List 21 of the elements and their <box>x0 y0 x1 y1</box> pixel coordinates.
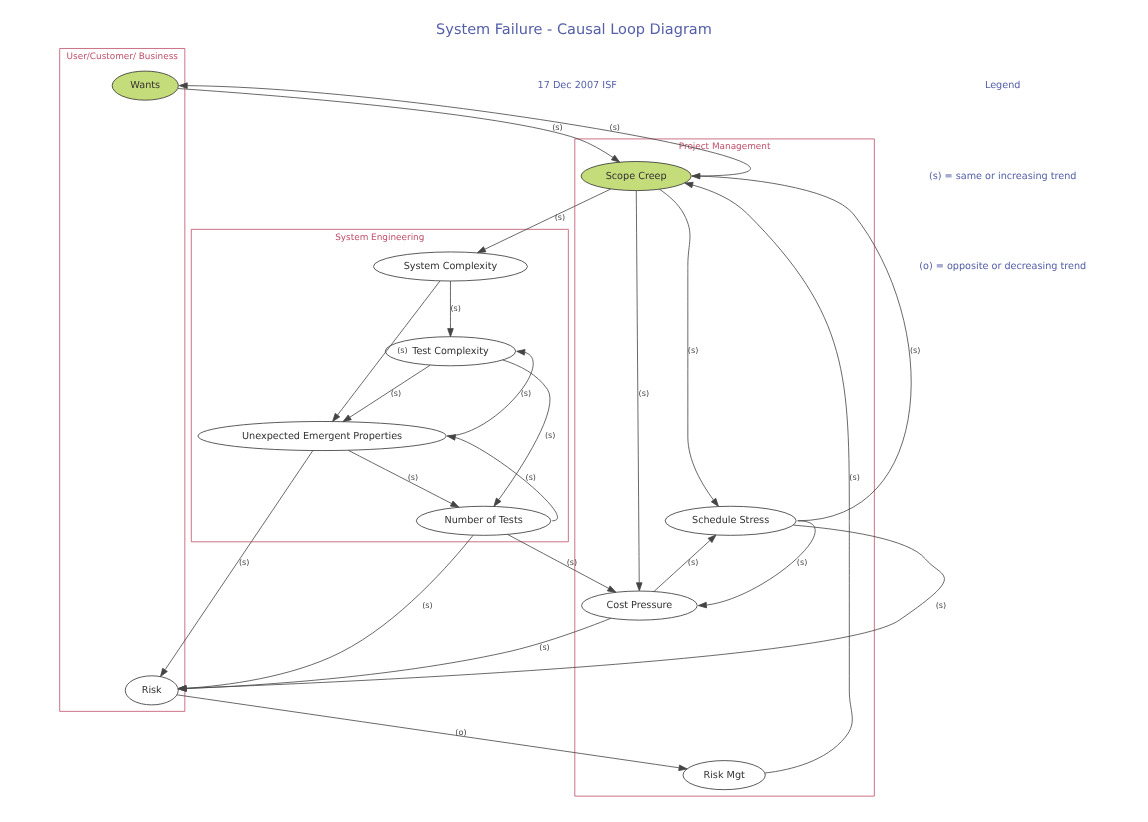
arrow <box>447 280 454 338</box>
arrow <box>653 534 717 592</box>
arrow <box>160 450 314 677</box>
arrow <box>493 359 551 507</box>
arrow <box>691 172 912 522</box>
arrow <box>507 534 617 593</box>
arrow <box>177 524 945 692</box>
arrow <box>177 534 474 692</box>
arrow <box>342 364 431 423</box>
arrow <box>446 434 558 522</box>
arrow <box>348 449 460 508</box>
arrow <box>697 520 816 609</box>
arrow <box>635 190 643 592</box>
arrow <box>332 280 441 422</box>
arrow <box>176 694 688 771</box>
arrow <box>684 181 853 774</box>
arrow <box>477 188 612 254</box>
arrow <box>177 617 612 692</box>
arrow <box>178 82 751 177</box>
arrow <box>177 88 621 163</box>
arrow <box>659 188 719 507</box>
